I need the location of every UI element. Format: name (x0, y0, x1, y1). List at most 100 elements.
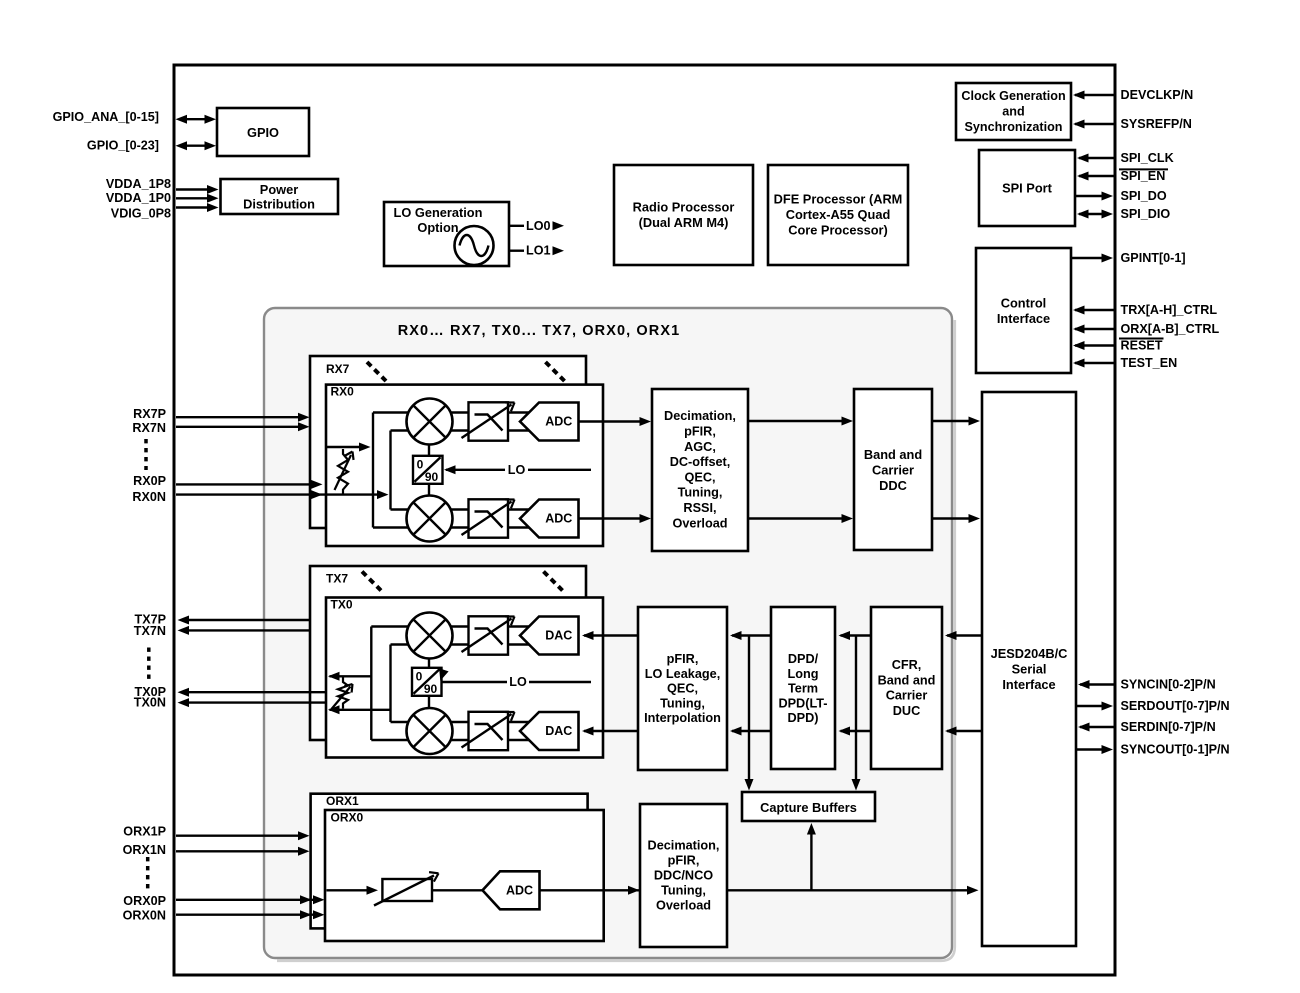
svg-text:Carrier: Carrier (872, 463, 914, 478)
svg-text:GPINT[0-1]: GPINT[0-1] (1121, 251, 1186, 265)
svg-text:Interface: Interface (1002, 677, 1055, 692)
svg-text:RX0P: RX0P (133, 474, 166, 488)
svg-text:and: and (1002, 105, 1024, 119)
svg-text:Serial: Serial (1012, 662, 1047, 677)
svg-text:DDC/NCO: DDC/NCO (654, 869, 713, 883)
svg-text:ORX1N: ORX1N (123, 843, 166, 857)
svg-text:ADC: ADC (545, 512, 572, 526)
svg-text:Tuning,: Tuning, (660, 696, 705, 710)
svg-text:ORX1P: ORX1P (123, 825, 166, 839)
svg-text:SPI_CLK: SPI_CLK (1121, 151, 1174, 165)
svg-text:ADC: ADC (545, 415, 572, 429)
svg-text:LO: LO (509, 675, 527, 689)
svg-text:Core Processor): Core Processor) (788, 223, 888, 238)
svg-text:90: 90 (424, 682, 438, 696)
svg-text:RSSI,: RSSI, (683, 501, 716, 515)
svg-text:SERDOUT[0-7]P/N: SERDOUT[0-7]P/N (1121, 699, 1230, 713)
svg-text:TX7N: TX7N (134, 624, 166, 638)
svg-text:RESET: RESET (1121, 339, 1163, 353)
svg-text:LO Generation: LO Generation (394, 205, 483, 220)
svg-text:Term: Term (788, 682, 818, 696)
svg-text:Capture Buffers: Capture Buffers (760, 800, 857, 815)
svg-text:(Dual ARM M4): (Dual ARM M4) (639, 215, 729, 230)
svg-text:Carrier: Carrier (886, 689, 928, 703)
svg-text:LO Leakage,: LO Leakage, (645, 667, 720, 681)
svg-text:Decimation,: Decimation, (648, 839, 720, 853)
svg-text:ORX[A-B]_CTRL: ORX[A-B]_CTRL (1121, 322, 1220, 336)
svg-text:JESD204B/C: JESD204B/C (991, 646, 1068, 661)
svg-text:QEC,: QEC, (667, 682, 698, 696)
svg-text:RX7P: RX7P (133, 407, 166, 421)
svg-text:Cortex-A55 Quad: Cortex-A55 Quad (786, 207, 891, 222)
svg-text:DC-offset,: DC-offset, (670, 455, 731, 469)
svg-text:TX0P: TX0P (135, 685, 167, 699)
svg-text:DPD): DPD) (787, 711, 818, 725)
svg-text:AGC,: AGC, (684, 440, 716, 454)
svg-text:Radio Processor: Radio Processor (633, 200, 735, 215)
svg-text:SPI_DIO: SPI_DIO (1121, 207, 1171, 221)
svg-text:Interpolation: Interpolation (644, 711, 721, 725)
svg-text:QEC,: QEC, (684, 470, 715, 484)
svg-text:Decimation,: Decimation, (664, 409, 736, 423)
svg-text:RX7: RX7 (326, 362, 350, 376)
svg-text:DPD(LT-: DPD(LT- (778, 696, 827, 710)
svg-text:0: 0 (417, 458, 424, 472)
svg-text:TX0N: TX0N (134, 696, 166, 710)
svg-text:DUC: DUC (893, 704, 921, 718)
svg-text:SYSREFP/N: SYSREFP/N (1121, 117, 1192, 131)
svg-text:TX7P: TX7P (135, 612, 167, 626)
svg-text:GPIO: GPIO (247, 125, 279, 140)
svg-text:DDC: DDC (879, 478, 907, 493)
svg-text:pFIR,: pFIR, (667, 652, 699, 666)
svg-text:TEST_EN: TEST_EN (1121, 356, 1178, 370)
svg-text:GPIO_[0-23]: GPIO_[0-23] (87, 138, 159, 152)
svg-text:ADC: ADC (506, 883, 533, 897)
svg-text:ORX1: ORX1 (326, 794, 359, 808)
svg-text:ORX0P: ORX0P (123, 894, 166, 908)
svg-text:Control: Control (1001, 296, 1047, 311)
svg-text:Overload: Overload (656, 899, 711, 913)
svg-text:LO1: LO1 (526, 244, 551, 258)
svg-text:Option: Option (417, 220, 458, 235)
svg-text:SERDIN[0-7]P/N: SERDIN[0-7]P/N (1121, 720, 1216, 734)
svg-text:ORX0: ORX0 (331, 811, 364, 825)
svg-text:DEVCLKP/N: DEVCLKP/N (1121, 88, 1194, 102)
svg-text:TRX[A-H]_CTRL: TRX[A-H]_CTRL (1121, 303, 1218, 317)
svg-text:TX7: TX7 (326, 572, 348, 586)
svg-text:LO0: LO0 (526, 219, 551, 233)
svg-text:Clock Generation: Clock Generation (961, 89, 1065, 103)
svg-text:Band and: Band and (878, 673, 936, 687)
svg-text:SPI_DO: SPI_DO (1121, 189, 1167, 203)
svg-text:Synchronization: Synchronization (965, 120, 1063, 134)
svg-text:Distribution: Distribution (243, 197, 315, 212)
svg-text:SYNCIN[0-2]P/N: SYNCIN[0-2]P/N (1121, 678, 1216, 692)
svg-text:LO: LO (508, 463, 526, 477)
svg-text:SPI Port: SPI Port (1002, 181, 1053, 196)
svg-text:Tuning,: Tuning, (678, 486, 723, 500)
svg-text:RX0N: RX0N (132, 490, 166, 504)
svg-text:SYNCOUT[0-1]P/N: SYNCOUT[0-1]P/N (1121, 743, 1230, 757)
svg-text:VDIG_0P8: VDIG_0P8 (111, 207, 171, 221)
svg-text:SPI_EN: SPI_EN (1121, 169, 1166, 183)
svg-text:DPD/: DPD/ (788, 652, 819, 666)
svg-text:VDDA_1P0: VDDA_1P0 (106, 191, 171, 205)
svg-text:Power: Power (260, 182, 298, 197)
svg-text:Interface: Interface (997, 311, 1050, 326)
svg-text:0: 0 (416, 670, 423, 684)
svg-text:DAC: DAC (545, 724, 572, 738)
svg-text:VDDA_1P8: VDDA_1P8 (106, 177, 171, 191)
svg-text:RX0… RX7, TX0... TX7, ORX0, OR: RX0… RX7, TX0... TX7, ORX0, ORX1 (398, 323, 681, 339)
svg-text:Tuning,: Tuning, (661, 884, 706, 898)
svg-text:ORX0N: ORX0N (123, 909, 166, 923)
svg-text:Overload: Overload (673, 516, 728, 530)
svg-text:CFR,: CFR, (892, 658, 922, 672)
svg-text:DFE Processor (ARM: DFE Processor (ARM (774, 192, 903, 207)
svg-text:GPIO_ANA_[0-15]: GPIO_ANA_[0-15] (53, 110, 159, 124)
svg-text:Band and: Band and (864, 447, 922, 462)
svg-text:pFIR,: pFIR, (668, 854, 700, 868)
svg-text:Long: Long (787, 667, 818, 681)
svg-text:90: 90 (425, 470, 439, 484)
svg-text:RX7N: RX7N (132, 421, 166, 435)
svg-text:DAC: DAC (545, 629, 572, 643)
svg-text:pFIR,: pFIR, (684, 425, 716, 439)
